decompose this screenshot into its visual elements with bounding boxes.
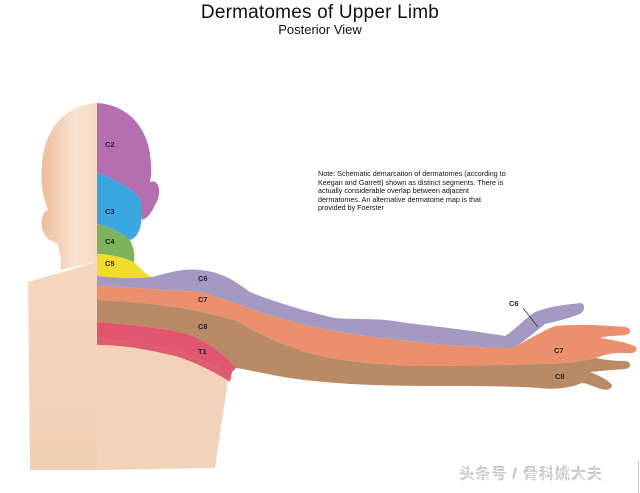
label-c5: C5 (105, 259, 115, 268)
t1-lower (97, 338, 232, 382)
diagram-subtitle: Posterior View (278, 22, 362, 37)
head-left-skin (41, 103, 97, 270)
label-hand-c8: C8 (555, 372, 565, 381)
label-t1: T1 (198, 347, 207, 356)
schematic-note: Note: Schematic demarcation of dermatome… (318, 169, 506, 213)
c6-pointer-line (522, 307, 539, 328)
label-c2: C2 (105, 140, 115, 149)
label-c4: C4 (105, 237, 115, 246)
label-hand-c6: C6 (509, 299, 519, 308)
label-c8: C8 (198, 322, 208, 331)
c8-region (97, 300, 631, 390)
c2-region (97, 103, 160, 220)
torso-right-back (97, 330, 232, 470)
c7-region (97, 286, 637, 366)
label-c7: C7 (198, 295, 208, 304)
watermark-divider (638, 460, 639, 493)
t1-region (97, 322, 236, 372)
c3-region (97, 172, 142, 240)
c4-region (97, 224, 135, 262)
label-hand-c7: C7 (554, 346, 564, 355)
label-c3: C3 (105, 207, 115, 216)
watermark: 头条号 / 骨科姚大夫 (460, 466, 604, 483)
c6-region (97, 269, 585, 348)
c5-region (97, 254, 152, 279)
label-c6: C6 (198, 274, 208, 283)
diagram-title: Dermatomes of Upper Limb (200, 2, 440, 23)
torso-back (28, 262, 97, 470)
